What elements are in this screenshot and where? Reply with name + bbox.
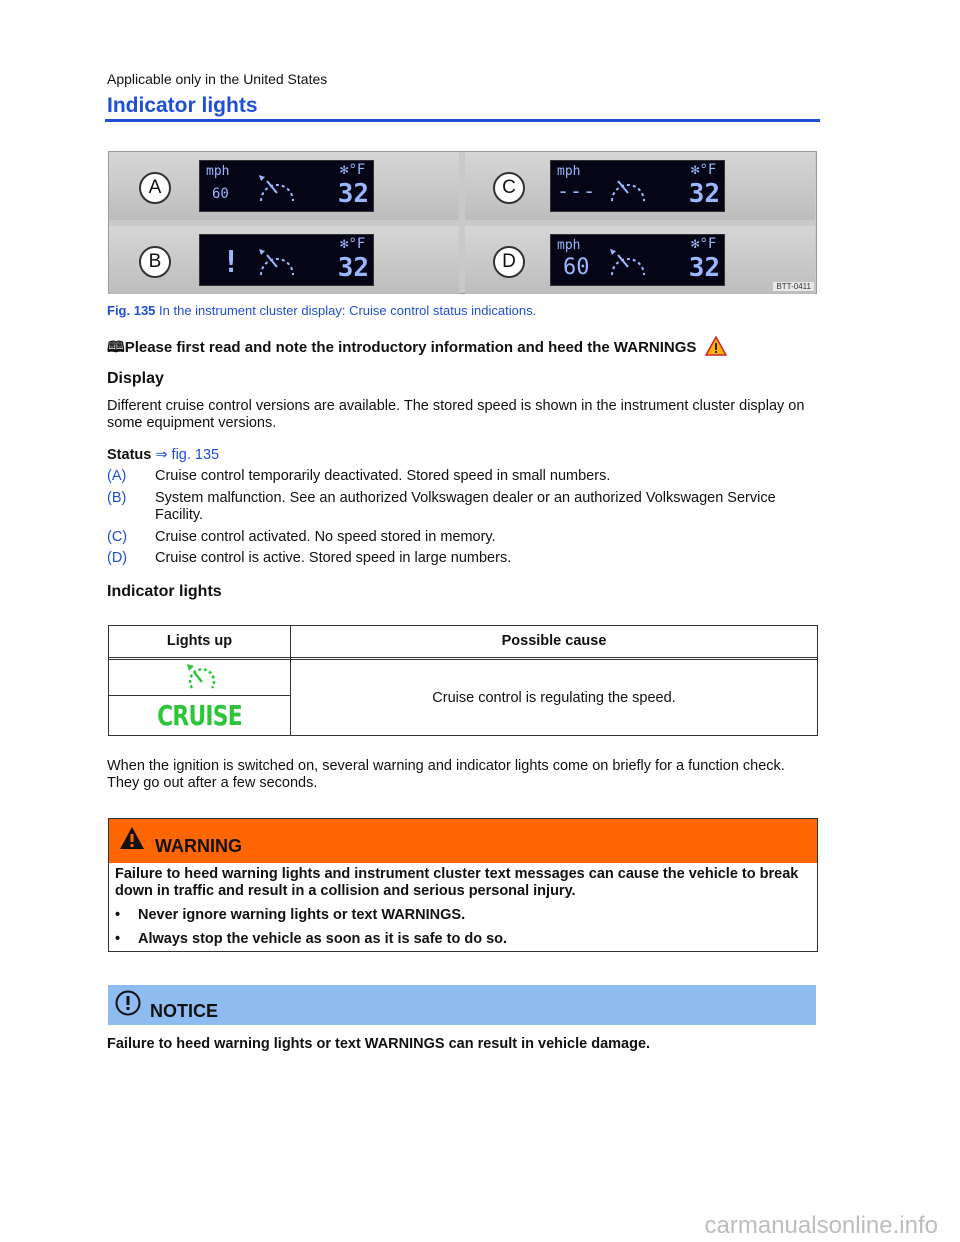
stored-speed: 60 — [212, 186, 229, 202]
stored-speed: 60 — [563, 255, 590, 280]
cause-cell: Cruise control is regulating the speed. — [432, 690, 676, 706]
unit-label: mph — [557, 164, 581, 179]
item-text: Cruise control is active. Stored speed i… — [155, 550, 512, 566]
title-rule — [105, 119, 820, 122]
item-label[interactable]: (D) — [107, 550, 128, 566]
warning-title: WARNING — [155, 836, 242, 856]
display-screen: mph 60 ✻°F 32 — [199, 160, 374, 212]
malfunction-icon: ! — [222, 245, 241, 280]
outside-temp: 32 — [337, 179, 369, 209]
speedometer-icon — [259, 249, 294, 276]
panel-d: D mph 60 ✻°F 32 — [465, 226, 815, 294]
cruise-control-icon — [187, 664, 216, 689]
status-line: Status ⇒ fig. 135 — [107, 447, 219, 463]
warning-triangle-icon — [120, 827, 144, 849]
indicator-table: Lights up Possible cause CRUISE Cruise c… — [108, 625, 818, 736]
bullet-text: Never ignore warning lights or text WARN… — [138, 907, 466, 923]
figure-link[interactable]: ⇒ fig. 135 — [155, 447, 220, 463]
display-screen: mph 60 ✻°F 32 — [550, 234, 725, 286]
figure-135: A mph 60 ✻°F 32 C mph --- ✻°F 32 — [108, 151, 817, 294]
bullet-mark: • — [115, 931, 121, 947]
bullet-text: Always stop the vehicle as soon as it is… — [138, 931, 508, 947]
caption-label: Fig. 135 — [107, 303, 156, 318]
unit-label: mph — [206, 164, 230, 179]
panel-letter: C — [493, 172, 525, 204]
warning-box: WARNING Failure to heed warning lights a… — [108, 818, 818, 952]
panel-letter: D — [493, 246, 525, 278]
display-paragraph: Different cruise control versions are av… — [107, 398, 805, 431]
item-text: Cruise control activated. No speed store… — [155, 529, 496, 545]
notice-text: Failure to heed warning lights or text W… — [107, 1036, 651, 1052]
stored-speed: --- — [557, 179, 597, 203]
temp-unit: °F — [348, 162, 366, 178]
header-divider — [109, 657, 817, 660]
warning-triangle-icon — [704, 336, 727, 356]
panel-a: A mph 60 ✻°F 32 — [109, 152, 459, 220]
warning-body: Failure to heed warning lights and instr… — [115, 866, 799, 899]
book-icon: 🕮 — [107, 339, 125, 356]
speedometer-icon — [610, 249, 645, 276]
outside-temp: 32 — [688, 253, 720, 283]
section-heading-indicator: Indicator lights — [107, 583, 222, 600]
region-note: Applicable only in the United States — [107, 71, 328, 87]
display-screen: mph --- ✻°F 32 — [550, 160, 725, 212]
column-divider — [290, 626, 291, 735]
outside-temp: 32 — [688, 179, 720, 209]
panel-c: C mph --- ✻°F 32 — [465, 152, 815, 220]
column-header-cause: Possible cause — [501, 633, 607, 649]
item-text: System malfunction. See an authorized Vo… — [155, 490, 776, 523]
snowflake-icon: ✻°F — [691, 162, 717, 178]
figure-code: BTT-0411 — [773, 282, 814, 291]
temp-unit: °F — [699, 236, 717, 252]
row-divider — [109, 695, 290, 696]
bullet-mark: • — [115, 907, 121, 923]
speedometer-icon — [259, 175, 294, 202]
speedometer-icon — [611, 180, 645, 202]
warning-header: WARNING — [109, 819, 817, 863]
temp-unit: °F — [348, 236, 366, 252]
snowflake-icon: ✻°F — [691, 236, 717, 252]
watermark: carmanualsonline.info — [704, 1212, 938, 1239]
item-label[interactable]: (C) — [107, 529, 128, 545]
item-text: Cruise control temporarily deactivated. … — [155, 468, 611, 484]
panel-letter: A — [139, 172, 171, 204]
status-label: Status — [107, 447, 152, 463]
panel-b: B ! ✻°F 32 — [109, 226, 459, 294]
column-header-lights: Lights up — [166, 633, 233, 649]
display-screen: ! ✻°F 32 — [199, 234, 374, 286]
caption-text: In the instrument cluster display: Cruis… — [155, 303, 537, 318]
intro-text: Please first read and note the introduct… — [124, 339, 697, 356]
unit-label: mph — [557, 238, 581, 253]
item-label[interactable]: (A) — [107, 468, 127, 484]
outside-temp: 32 — [337, 253, 369, 283]
page-title: Indicator lights — [107, 94, 258, 117]
snowflake-icon: ✻°F — [340, 162, 366, 178]
snowflake-icon: ✻°F — [340, 236, 366, 252]
item-label[interactable]: (B) — [107, 490, 127, 506]
intro-note: 🕮Please first read and note the introduc… — [107, 336, 727, 362]
temp-unit: °F — [699, 162, 717, 178]
figure-caption: Fig. 135 In the instrument cluster displ… — [107, 303, 536, 318]
notice-title: NOTICE — [150, 1001, 219, 1021]
cruise-indicator-text: CRUISE — [157, 699, 242, 732]
section-heading-display: Display — [107, 370, 164, 387]
notice-header: NOTICE — [108, 985, 816, 1025]
notice-exclamation-icon — [115, 990, 141, 1016]
ignition-paragraph: When the ignition is switched on, severa… — [107, 758, 785, 791]
panel-letter: B — [139, 246, 171, 278]
